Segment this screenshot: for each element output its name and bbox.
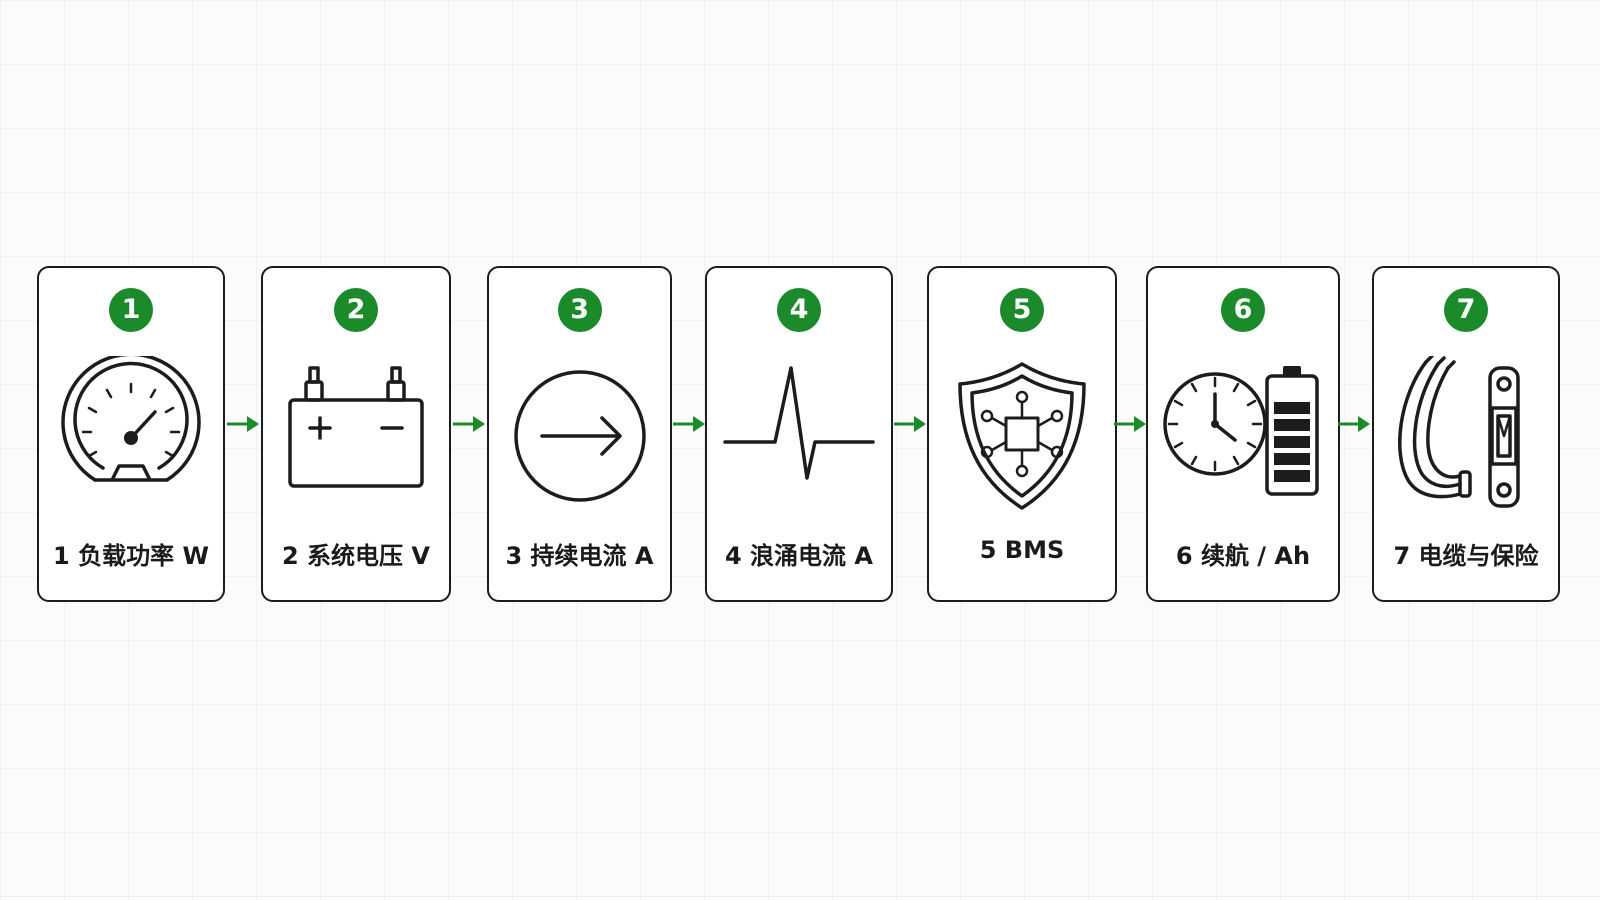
step-card-3: 3 3 持续电流 A bbox=[487, 266, 672, 602]
step-label: 3 持续电流 A bbox=[505, 542, 654, 570]
step-card-4: 4 4 浪涌电流 A bbox=[705, 266, 893, 602]
step-number-badge: 7 bbox=[1444, 288, 1488, 332]
clock-battery-icon bbox=[1163, 356, 1323, 516]
flow-arrow-icon bbox=[1336, 413, 1372, 435]
step-number-badge: 2 bbox=[334, 288, 378, 332]
flow-arrow-icon bbox=[671, 413, 707, 435]
step-number-badge: 3 bbox=[557, 288, 602, 332]
step-number-badge: 6 bbox=[1221, 288, 1265, 332]
step-label: 6 续航 / Ah bbox=[1175, 542, 1311, 570]
battery-icon bbox=[276, 356, 436, 516]
step-label: 5 BMS bbox=[979, 536, 1065, 564]
step-number-badge: 1 bbox=[109, 288, 153, 332]
cable-fuse-icon bbox=[1386, 356, 1546, 516]
step-label: 1 负载功率 W bbox=[53, 542, 209, 570]
step-number-badge: 4 bbox=[777, 288, 821, 332]
flow-arrow-icon bbox=[451, 413, 487, 435]
step-label: 2 系统电压 V bbox=[282, 542, 430, 570]
flow-arrow-icon bbox=[225, 413, 261, 435]
gauge-icon bbox=[51, 356, 211, 516]
step-number-badge: 5 bbox=[1000, 288, 1044, 332]
step-card-6: 6 bbox=[1146, 266, 1340, 602]
pulse-icon bbox=[719, 356, 879, 516]
flow-arrow-icon bbox=[1112, 413, 1148, 435]
step-label: 7 电缆与保险 bbox=[1393, 542, 1539, 570]
step-card-5: 5 bbox=[927, 266, 1117, 602]
step-card-2: 2 2 系统电压 V bbox=[261, 266, 451, 602]
step-label: 4 浪涌电流 A bbox=[725, 542, 873, 570]
flow-arrow-icon bbox=[892, 413, 928, 435]
arrow-circle-icon bbox=[500, 356, 660, 516]
step-card-1: 1 bbox=[37, 266, 225, 602]
shield-chip-icon bbox=[942, 356, 1102, 516]
step-card-7: 7 7 电缆与保险 bbox=[1372, 266, 1560, 602]
